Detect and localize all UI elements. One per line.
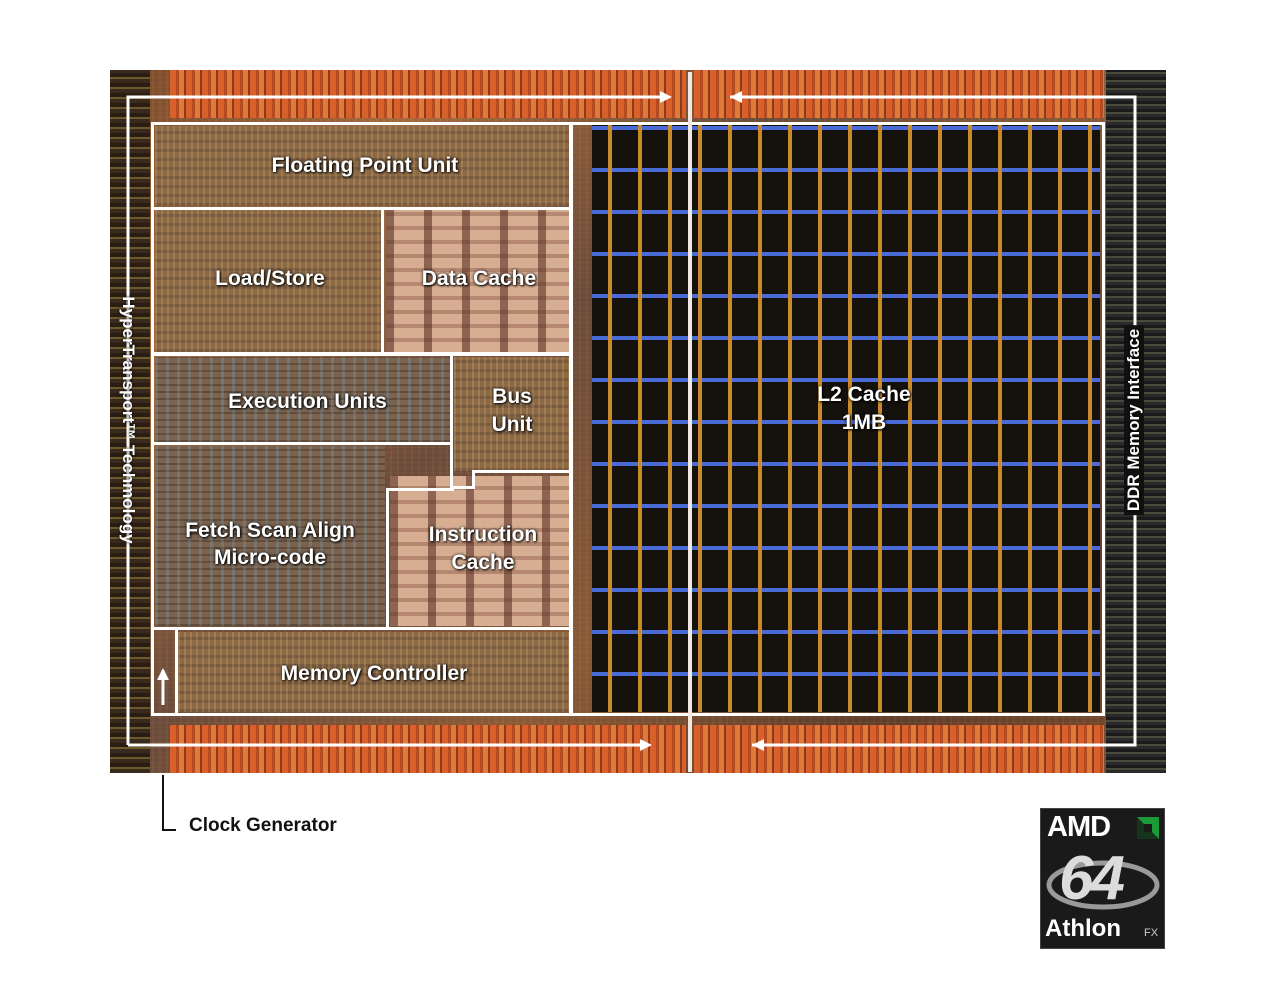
label-bus-unit-1: Bus — [492, 385, 532, 408]
logo-brand: AMD — [1047, 811, 1111, 843]
label-memory-controller: Memory Controller — [280, 662, 468, 685]
execution-units-area — [155, 357, 450, 442]
label-instruction: Instruction — [428, 523, 538, 546]
amd-arrow-icon — [1137, 817, 1159, 839]
arrow-left-bottom — [752, 739, 764, 751]
label-hypertransport: HyperTransport™ Techmology — [119, 296, 138, 544]
label-ddr-memory-interface: DDR Memory Interface — [1124, 324, 1144, 516]
logo-number: 64 — [1059, 844, 1125, 913]
hypertransport-bus-line — [126, 95, 660, 745]
divider-exec-bottom — [151, 442, 453, 445]
clock-callout-line — [162, 775, 176, 831]
die-seam — [688, 72, 692, 772]
data-cache-area — [386, 210, 569, 352]
arrow-right-bottom — [640, 739, 652, 751]
label-fetch-scan-align: Fetch Scan Align — [185, 519, 355, 542]
load-store-area — [155, 210, 381, 352]
bus-unit-area — [454, 357, 569, 471]
top-io-strip-right — [694, 70, 1104, 118]
divider-step-2 — [472, 470, 475, 488]
divider-fetch-ic — [386, 488, 389, 630]
divider-bus-left — [450, 442, 453, 488]
divider-ls-dc — [381, 207, 384, 355]
die-left-edge — [110, 70, 150, 773]
fetch-area — [155, 446, 385, 626]
label-execution-units: Execution Units — [228, 390, 387, 413]
arrow-right-top — [660, 91, 672, 103]
arrow-up-clock — [157, 668, 169, 680]
logo-product: Athlon — [1045, 915, 1121, 942]
logo-swoosh-icon — [1046, 860, 1160, 910]
divider-fpu — [151, 207, 573, 210]
divider-bus-bottom — [472, 470, 573, 473]
instruction-cache-area — [390, 476, 569, 626]
label-data-cache: Data Cache — [421, 267, 537, 290]
divider-clock — [175, 627, 178, 716]
amd-athlon-fx-logo: AMD 64 Athlon FX — [1040, 808, 1165, 949]
top-io-strip-left — [170, 70, 686, 118]
divider-ic-top — [386, 488, 454, 491]
label-cache: Cache — [451, 551, 515, 574]
label-floating-point-unit: Floating Point Unit — [271, 154, 459, 177]
logo-suffix: FX — [1144, 927, 1159, 939]
label-bus-unit-2: Unit — [491, 413, 533, 436]
fpu-area — [155, 126, 569, 206]
label-load-store: Load/Store — [215, 267, 325, 290]
label-l2-size: 1MB — [841, 411, 887, 434]
l2-cache-area — [592, 124, 1100, 712]
label-micro-code: Micro-code — [213, 546, 326, 569]
arrow-left-top — [730, 91, 742, 103]
divider-step-1 — [450, 486, 475, 489]
divider-exec-bus — [450, 352, 453, 446]
bottom-io-strip-left — [170, 725, 686, 773]
label-clock-generator: Clock Generator — [189, 815, 337, 836]
label-l2-cache: L2 Cache — [817, 383, 911, 406]
l2-outline — [569, 122, 1105, 716]
memory-controller-area — [178, 632, 569, 712]
divider-mc-top — [151, 627, 573, 630]
divider-exec-top — [151, 352, 573, 356]
